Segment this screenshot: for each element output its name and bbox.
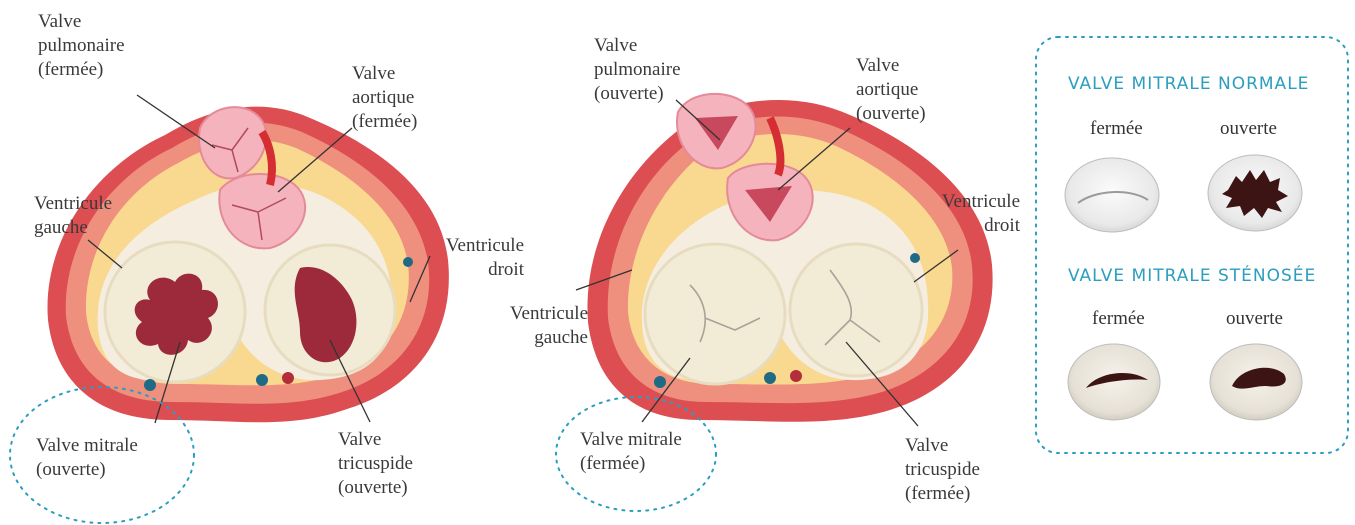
left-rv-label: Ventricule droit xyxy=(420,234,524,282)
label-line: gauche xyxy=(34,216,112,240)
label-line: Valve xyxy=(594,34,681,58)
label-line: tricuspide xyxy=(905,458,980,482)
right-aortic-valve-label: Valve aortique (ouverte) xyxy=(856,54,926,126)
label-line: (ouverte) xyxy=(36,458,138,482)
left-aortic-valve-label: Valve aortique (fermée) xyxy=(352,62,417,134)
label-line: (ouverte) xyxy=(594,82,681,106)
label-line: (ouverte) xyxy=(856,102,926,126)
legend-normal-closed-label: fermée xyxy=(1090,118,1143,140)
label-line: tricuspide xyxy=(338,452,413,476)
label-line: Ventricule xyxy=(420,234,524,258)
label-line: Ventricule xyxy=(470,302,588,326)
right-rv-chamber xyxy=(790,244,922,376)
left-mitral-label: Valve mitrale (ouverte) xyxy=(36,434,138,482)
label-line: aortique xyxy=(856,78,926,102)
label-line: Valve xyxy=(905,434,980,458)
stenotic-closed-valve xyxy=(1068,344,1160,420)
left-lv-label: Ventricule gauche xyxy=(34,192,112,240)
legend-stenotic-title: VALVE MITRALE STÉNOSÉE xyxy=(1068,266,1316,286)
right-tricuspid-label: Valve tricuspide (fermée) xyxy=(905,434,980,506)
right-vessel-dot-b xyxy=(764,372,776,384)
right-rv-label: Ventricule droit xyxy=(900,190,1020,238)
right-pulmonary-valve-label: Valve pulmonaire (ouverte) xyxy=(594,34,681,106)
label-line: Valve xyxy=(338,428,413,452)
normal-closed-valve xyxy=(1065,158,1159,232)
left-vessel-dot-a xyxy=(144,379,156,391)
label-line: (fermée) xyxy=(38,58,125,82)
right-lv-chamber xyxy=(645,244,785,384)
right-mitral-label: Valve mitrale (fermée) xyxy=(580,428,682,476)
left-tricuspid-label: Valve tricuspide (ouverte) xyxy=(338,428,413,500)
label-line: Valve mitrale xyxy=(36,434,138,458)
label-line: Valve xyxy=(38,10,125,34)
label-line: Valve xyxy=(352,62,417,86)
right-vessel-dot-a xyxy=(654,376,666,388)
label-line: (fermée) xyxy=(580,452,682,476)
right-vessel-dot-c xyxy=(790,370,802,382)
label-line: pulmonaire xyxy=(38,34,125,58)
legend-normal-open-label: ouverte xyxy=(1220,118,1277,140)
left-vessel-dot-b xyxy=(256,374,268,386)
legend-normal-title: VALVE MITRALE NORMALE xyxy=(1068,74,1309,94)
left-vessel-dot-c xyxy=(282,372,294,384)
legend-stenotic-open-label: ouverte xyxy=(1226,308,1283,330)
label-line: droit xyxy=(900,214,1020,238)
left-vessel-dot-d xyxy=(403,257,413,267)
label-line: Ventricule xyxy=(900,190,1020,214)
legend-box xyxy=(1036,37,1348,453)
right-vessel-dot-d xyxy=(910,253,920,263)
legend-stenotic-closed-label: fermée xyxy=(1092,308,1145,330)
label-line: Valve mitrale xyxy=(580,428,682,452)
label-line: pulmonaire xyxy=(594,58,681,82)
label-line: Ventricule xyxy=(34,192,112,216)
label-line: (fermée) xyxy=(352,110,417,134)
label-line: (ouverte) xyxy=(338,476,413,500)
label-line: droit xyxy=(420,258,524,282)
label-line: gauche xyxy=(470,326,588,350)
right-lv-label: Ventricule gauche xyxy=(470,302,588,350)
label-line: aortique xyxy=(352,86,417,110)
label-line: Valve xyxy=(856,54,926,78)
left-pulmonary-valve-label: Valve pulmonaire (fermée) xyxy=(38,10,125,82)
label-line: (fermée) xyxy=(905,482,980,506)
